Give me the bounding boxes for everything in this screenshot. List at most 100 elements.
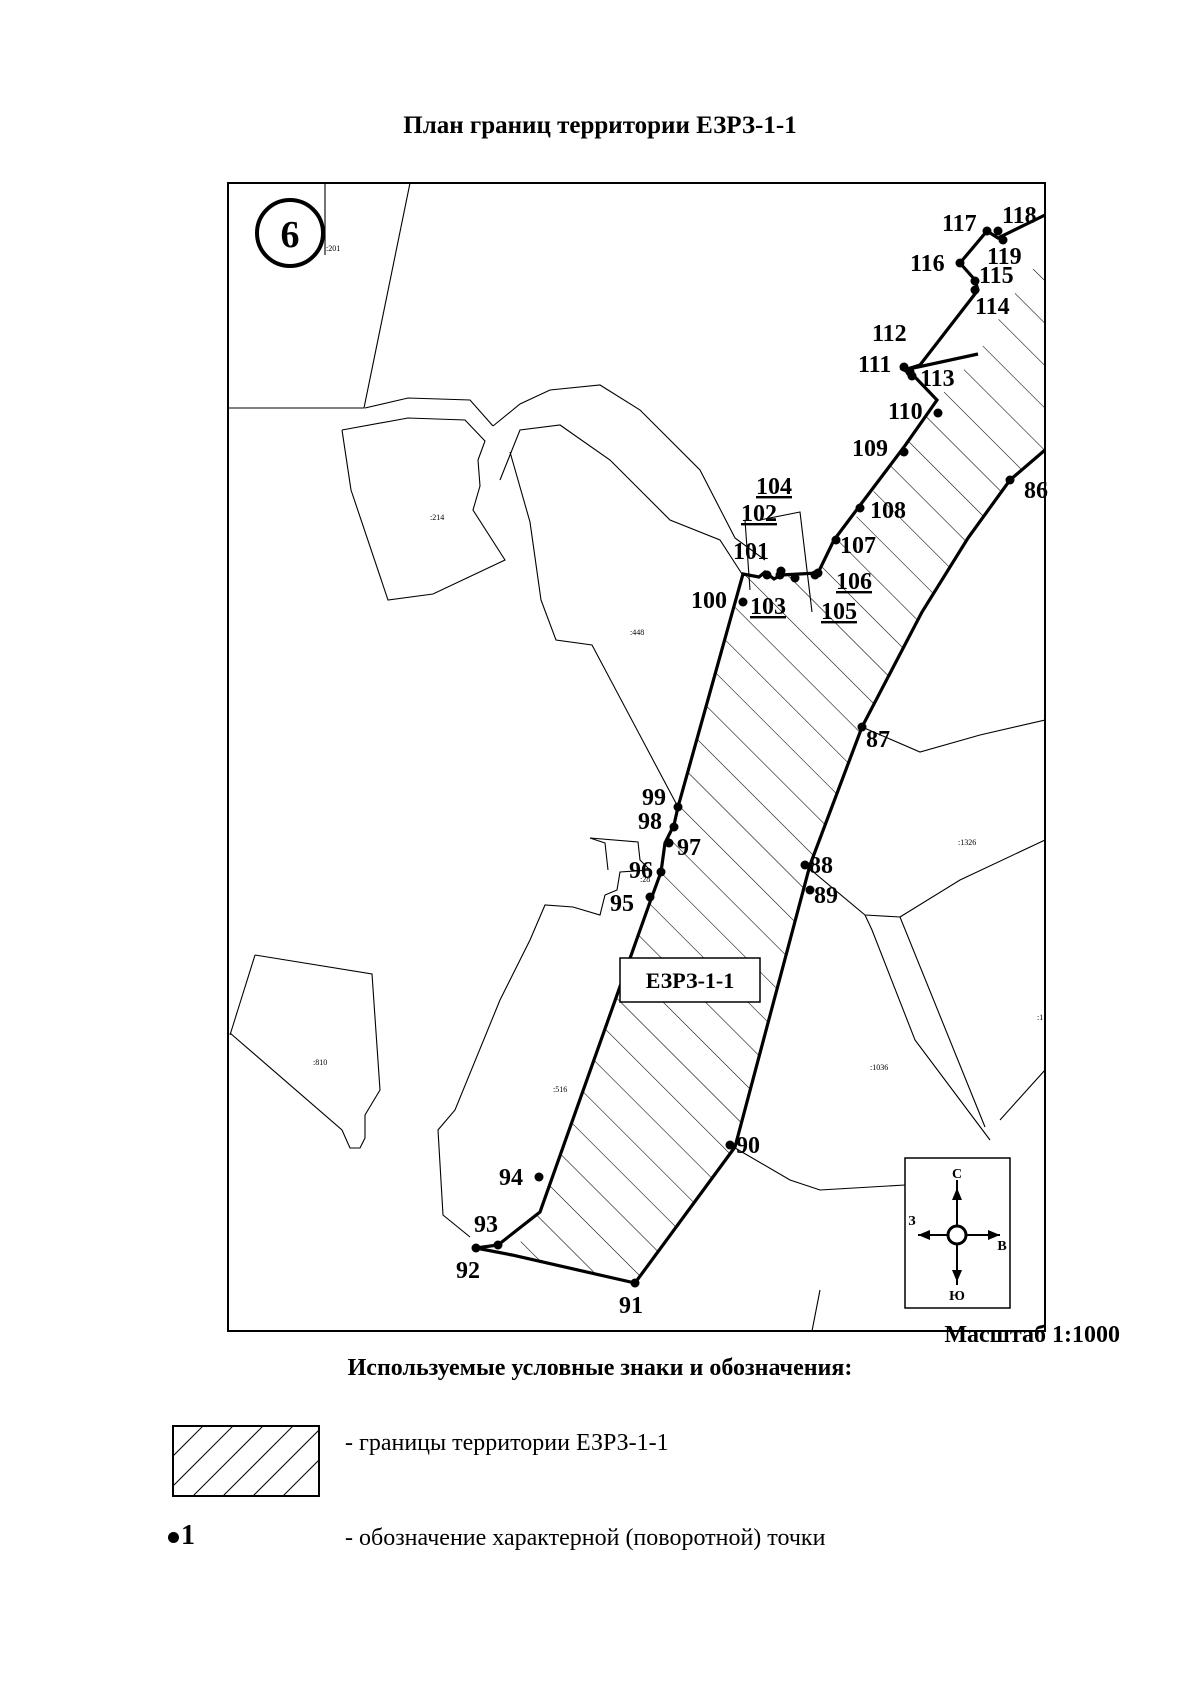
boundary-point-label: 113 (920, 366, 955, 392)
boundary-point-dot (805, 885, 815, 895)
scale-label: Масштаб 1:1000 (944, 1322, 1120, 1348)
boundary-point-label: 94 (499, 1165, 523, 1191)
sheet-number: 6 (281, 214, 300, 256)
boundary-point-dot (630, 1278, 640, 1288)
boundary-point-label: 108 (870, 498, 906, 524)
boundary-point-dot (857, 722, 867, 732)
legend-title: Используемые условные знаки и обозначени… (347, 1355, 853, 1381)
boundary-point-dot (899, 362, 909, 372)
zone-hatch-area (512, 258, 1045, 1283)
boundary-point-label: 96 (629, 858, 653, 884)
boundary-point-label: 112 (872, 321, 907, 347)
boundary-point-dot (656, 867, 666, 877)
boundary-point-dot (933, 408, 943, 418)
zone-label: ЕЗРЗ-1-1 (646, 968, 735, 993)
zone-label-box (619, 957, 761, 1003)
boundary-point-label: 105 (821, 599, 857, 625)
boundary-point-label: 103 (750, 594, 786, 620)
boundary-point-label: 111 (858, 352, 891, 378)
parcel-label: :201 (326, 244, 340, 253)
boundary-point-label: 110 (888, 399, 923, 425)
legend-hatch-swatch (172, 1425, 320, 1497)
boundary-point-label: 100 (691, 588, 727, 614)
parcel-label: :1036 (870, 1063, 888, 1072)
sheet-number-circle (255, 198, 325, 268)
legend-point-text: - обозначение характерной (поворотной) т… (345, 1525, 826, 1551)
parcel-label: :214 (430, 513, 444, 522)
boundary-point-label: 93 (474, 1212, 498, 1238)
boundary-point-dot (493, 1240, 503, 1250)
boundary-point-label: 91 (619, 1293, 643, 1319)
parcel-label: :516 (553, 1085, 567, 1094)
boundary-point-dot (664, 838, 674, 848)
page-title: План границ территории ЕЗРЗ-1-1 (403, 112, 797, 139)
boundary-point-label: 109 (852, 436, 888, 462)
boundary-point-label: 97 (677, 835, 701, 861)
boundary-point-label: 95 (610, 891, 634, 917)
boundary-point-label: 89 (814, 883, 838, 909)
legend-hatch-text: - границы территории ЕЗРЗ-1-1 (345, 1430, 669, 1456)
boundary-point-label: 101 (733, 539, 769, 565)
map-content (228, 183, 1045, 1331)
boundary-point-dot (907, 371, 917, 381)
boundary-point-dot (899, 447, 909, 457)
boundary-point-dot (645, 892, 655, 902)
boundary-point-label: 115 (979, 263, 1014, 289)
point-dot-icon (168, 1532, 179, 1544)
boundary-point-dot (955, 258, 965, 268)
compass-north: С (952, 1167, 962, 1182)
parcel-labels: :201 :214 :448 :1326 :28 :516 :810 :1036… (313, 244, 1043, 1094)
parcel-label: :448 (630, 628, 644, 637)
boundary-point-label: 102 (741, 501, 777, 527)
boundary-point-dot (998, 235, 1008, 245)
boundary-point-label: 99 (642, 785, 666, 811)
boundary-point-dot (970, 276, 980, 286)
boundary-point-label: 118 (1002, 203, 1037, 229)
boundary-point-dot (725, 1140, 735, 1150)
boundary-point-dot (813, 568, 823, 578)
parcel-label: :1326 (958, 838, 976, 847)
boundary-point-dot (762, 570, 772, 580)
boundary-point-label: 117 (942, 211, 977, 237)
boundary-point-dot (831, 535, 841, 545)
boundary-point-dot (669, 822, 679, 832)
boundary-point-dot (471, 1243, 481, 1253)
boundary-point-label: 119 (987, 244, 1022, 270)
boundary-point-dot (993, 226, 1003, 236)
boundary-point-dot (800, 860, 810, 870)
boundary-point-label: 98 (638, 809, 662, 835)
boundary-point-dot (738, 597, 748, 607)
map-frame (227, 182, 1046, 1332)
boundary-point-dot (673, 802, 683, 812)
boundary-point-label: 90 (736, 1133, 760, 1159)
parcel-label: :28 (640, 875, 650, 884)
boundary-point-label: 88 (809, 853, 833, 879)
boundary-point-label: 116 (910, 251, 945, 277)
legend-point-symbol: 1 (168, 1520, 195, 1552)
boundary-point-label: 104 (756, 474, 792, 500)
parcel-lines (228, 183, 1045, 1331)
compass-rose: С З В Ю (904, 1157, 1011, 1309)
boundary-points (471, 226, 1015, 1288)
boundary-point-dot (790, 573, 800, 583)
boundary-point-dot (970, 285, 980, 295)
compass-east: В (997, 1239, 1006, 1254)
legend-point-number: 1 (181, 1520, 195, 1551)
boundary-point-dot (1005, 475, 1015, 485)
parcel-label: :810 (313, 1058, 327, 1067)
boundary-point-label: 114 (975, 294, 1010, 320)
boundary-point-dot (534, 1172, 544, 1182)
boundary-point-label: 92 (456, 1258, 480, 1284)
boundary-point-dot (982, 226, 992, 236)
boundary-point-label: 86 (1024, 478, 1048, 504)
boundary-point-label: 107 (840, 533, 876, 559)
boundary-point-dot (775, 570, 785, 580)
compass-south: Ю (949, 1289, 965, 1304)
boundary-point-label: 106 (836, 569, 872, 595)
boundary-point-label: 87 (866, 727, 890, 753)
boundary-point-dot (855, 503, 865, 513)
parcel-label: :1 (1037, 1013, 1043, 1022)
compass-west: З (908, 1214, 915, 1229)
